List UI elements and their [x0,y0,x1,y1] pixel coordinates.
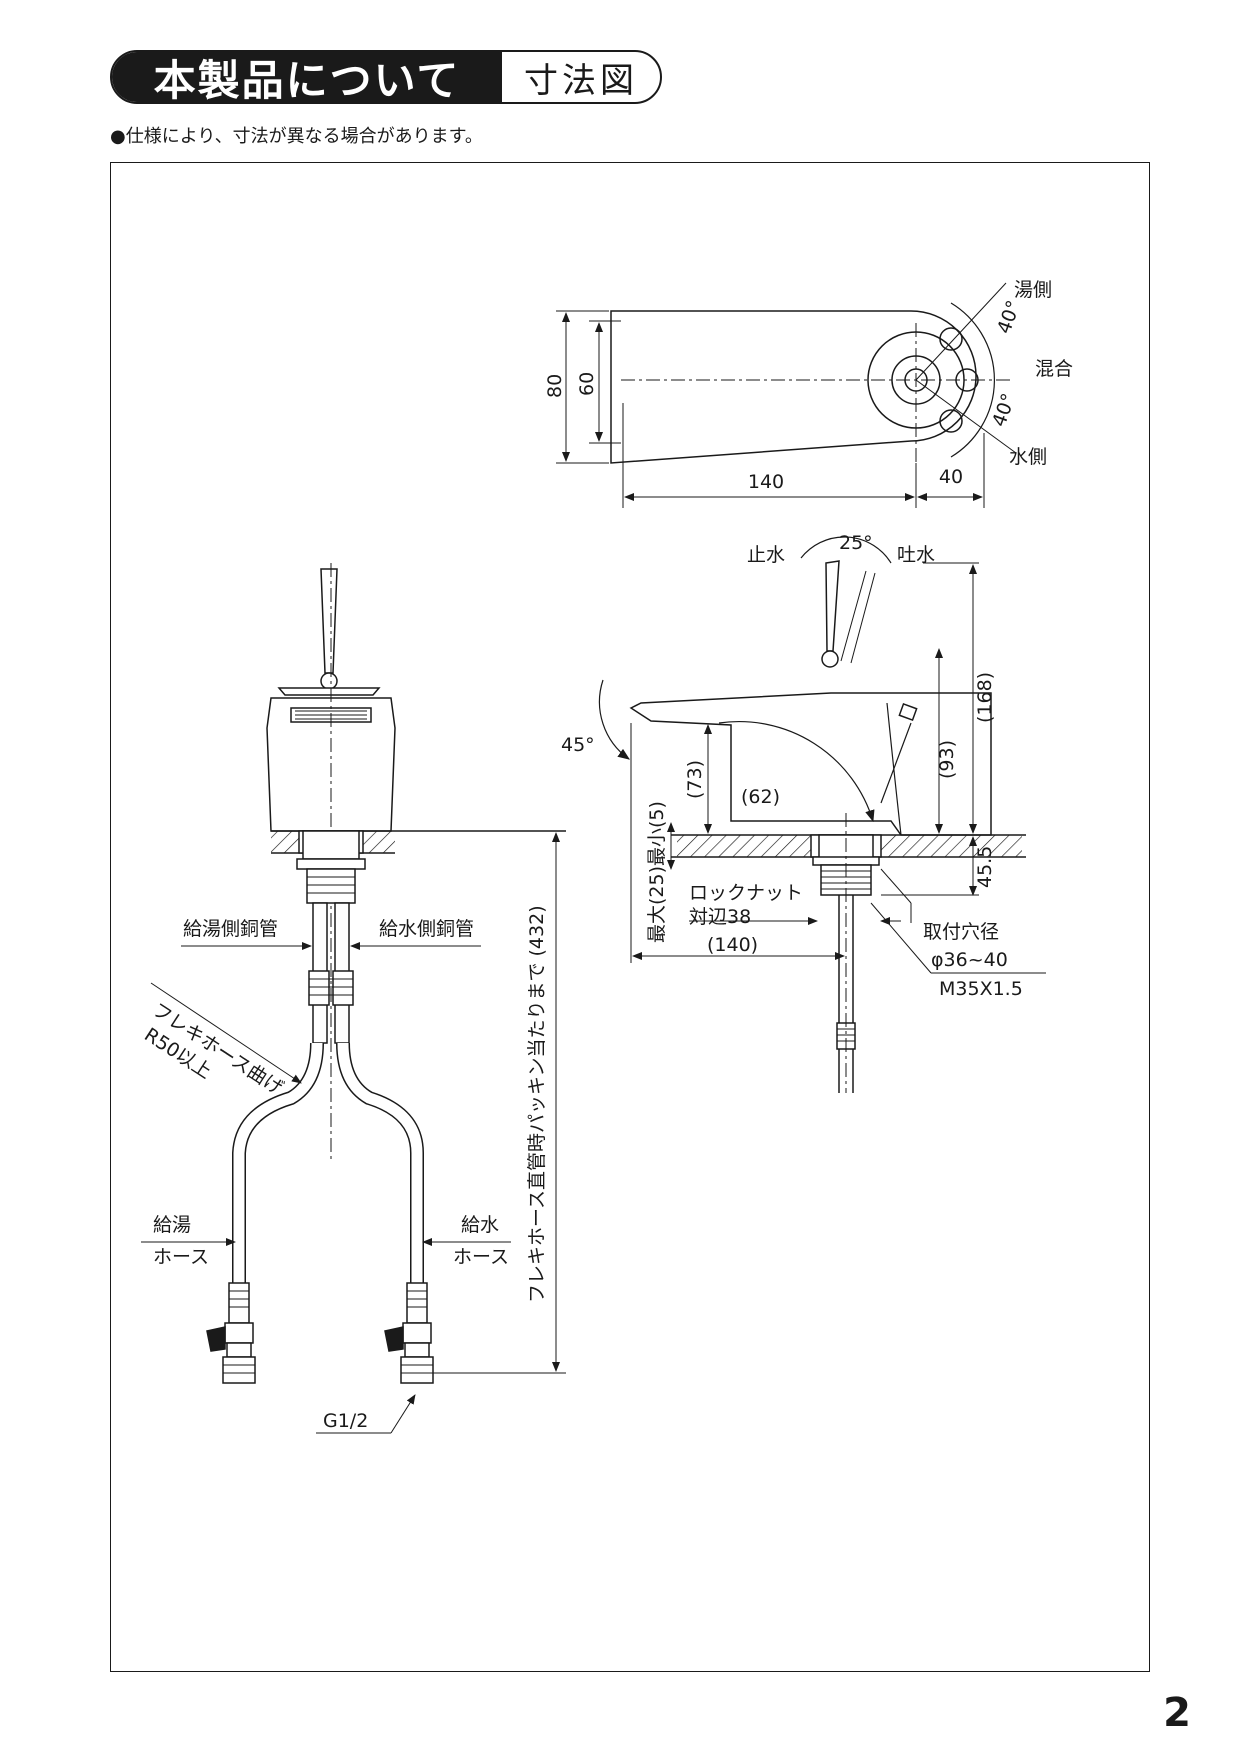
hole-label: 取付穴径 [923,921,999,943]
stop-water-label: 止水 [747,544,785,566]
mixed-label: 混合 [1035,358,1073,380]
hot-side-label: 湯側 [1014,279,1052,301]
locknut-label: ロックナット [689,882,803,904]
hot-hose-label-2: ホース [153,1246,209,1268]
spec-note: ●仕様により、寸法が異なる場合があります。 [110,126,483,147]
spout-label: 吐水 [897,544,935,566]
top-view [556,282,1017,508]
connector-label: G1/2 [323,1410,368,1432]
thread-label: M35X1.5 [939,978,1023,1000]
drawing-frame: 80 60 140 40 40° 40° 湯側 混合 水側 [110,162,1150,1672]
page-number: 2 [1163,1690,1191,1736]
dim-168: (168) [974,672,996,723]
dimension-drawing: 80 60 140 40 40° 40° 湯側 混合 水側 [140,279,1073,1434]
cold-side-label: 水側 [1009,446,1047,468]
page-title: 本製品について [112,52,502,102]
dim-73: (73) [684,760,706,799]
hot-hose-label: 給湯 [153,1214,191,1236]
top-view-body [610,310,977,464]
deck-thickness-label: 最大(25)最小(5) [646,801,668,943]
dim-60: 60 [576,372,598,396]
cold-hose-label-2: ホース [453,1246,509,1268]
dim-140-side: (140) [707,934,758,956]
dim-80: 80 [544,374,566,398]
cold-position-marker [939,409,963,433]
angle-40-top: 40° [993,298,1025,337]
cold-hose-label: 給水 [461,1214,499,1236]
dim-45-5: 45.5 [974,846,996,888]
locknut-size-label: 対辺38 [689,906,751,928]
hole-diameter-label: φ36~40 [931,949,1008,971]
page-subtitle: 寸法図 [524,60,638,101]
section-title: 本製品について 寸法図 [110,50,662,104]
spout-angle-label: 45° [561,734,595,756]
hot-copper-pipe-label: 給湯側銅管 [183,918,278,940]
dim-93: (93) [936,740,958,779]
front-view [141,563,566,1434]
cold-copper-pipe-label: 給水側銅管 [379,918,474,940]
hose-length-label: フレキホース直管時パッキン当たりまで (432) [526,905,548,1303]
hot-position-marker [939,327,963,351]
dim-140-top: 140 [748,471,784,493]
dim-62: (62) [741,786,780,808]
dim-40-top: 40 [939,466,963,488]
lever-angle-label: 25° [839,532,873,554]
side-view [598,536,1046,1093]
